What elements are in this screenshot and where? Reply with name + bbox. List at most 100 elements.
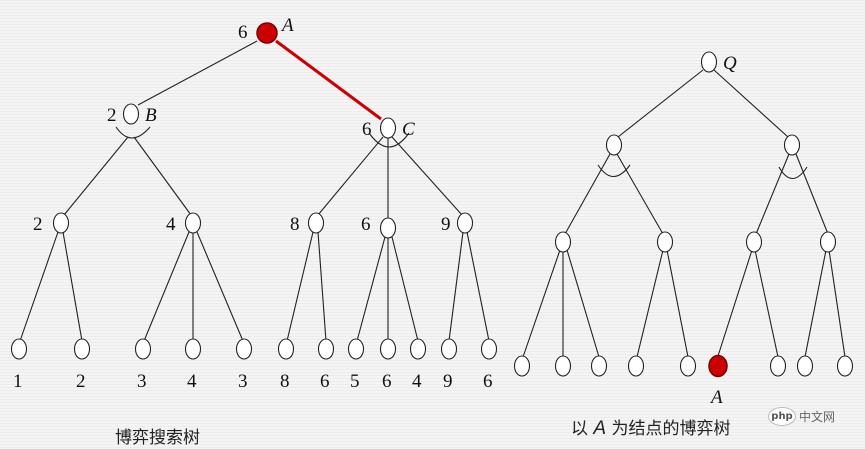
min-arc-b [115, 126, 151, 139]
edge-l-l2 [616, 153, 664, 235]
edge-l2-leaf5 [666, 249, 689, 358]
leaf-4[interactable] [184, 338, 202, 360]
php-logo-icon: php [768, 407, 796, 426]
node-right-r2[interactable] [819, 231, 837, 253]
edge-r1-leaf7 [754, 249, 779, 358]
edge-c2-leaf8 [356, 236, 386, 342]
leaf-10[interactable] [409, 338, 427, 360]
node-b2-value: 4 [166, 214, 176, 235]
edge-l2-leaf4 [636, 249, 664, 358]
edge-c1-leaf6 [286, 231, 314, 342]
node-a-name: A [280, 15, 294, 36]
right-caption-node: A [593, 418, 607, 439]
leaf-1[interactable] [10, 338, 28, 360]
edge-b-b1 [63, 136, 129, 216]
leaf-6-value: 8 [280, 371, 290, 392]
node-right-r1[interactable] [745, 231, 763, 253]
right-tree-caption: 以 A 为结点的博弈树 [571, 414, 731, 440]
edge-b2-leaf5 [196, 231, 244, 342]
leaf-6[interactable] [277, 338, 295, 360]
leaf-4-value: 4 [187, 371, 197, 392]
leaf-8-value: 5 [350, 371, 360, 392]
right-caption-prefix: 以 [571, 419, 588, 439]
right-caption-suffix: 为结点的博弈树 [611, 419, 731, 439]
right-leaf-3[interactable] [590, 355, 608, 377]
right-leaf-5[interactable] [679, 355, 697, 377]
edge-r-r2 [795, 153, 829, 235]
min-arc-right-r [778, 166, 808, 180]
leaf-11[interactable] [440, 338, 458, 360]
right-leaf-2[interactable] [554, 355, 572, 377]
edge-c-c3 [391, 136, 463, 216]
node-right-l2[interactable] [656, 231, 674, 253]
node-q-name: Q [723, 53, 737, 74]
node-q[interactable] [700, 51, 718, 73]
leaf-2-value: 2 [76, 371, 86, 392]
right-leaf-9[interactable] [836, 355, 854, 377]
edge-c-c1 [317, 136, 384, 216]
watermark-text: 中文网 [799, 410, 836, 424]
edge-r1-leaf6 [717, 249, 753, 357]
node-b1[interactable] [52, 212, 70, 234]
leaf-3[interactable] [134, 338, 152, 360]
right-leaf-8[interactable] [796, 355, 814, 377]
node-c1-value: 8 [290, 214, 300, 235]
node-a-value: 6 [238, 22, 248, 43]
leaf-3-value: 3 [137, 371, 147, 392]
min-arc-c [368, 132, 410, 148]
edge-l-l1 [564, 153, 611, 235]
node-b2[interactable] [184, 212, 202, 234]
right-tree-nodes [513, 51, 854, 378]
edge-q-l [617, 69, 704, 138]
edge-b2-leaf3 [143, 231, 190, 342]
node-a-highlighted[interactable] [256, 22, 278, 44]
left-tree-nodes [10, 22, 498, 360]
edge-c1-leaf7 [317, 231, 327, 342]
watermark: php 中文网 [768, 407, 835, 426]
node-right-l1[interactable] [554, 231, 572, 253]
node-c-value: 6 [362, 119, 372, 140]
edge-c2-leaf10 [391, 236, 419, 342]
edge-l1-leaf1 [522, 249, 561, 358]
right-leaf-a-highlighted[interactable] [708, 354, 728, 378]
edge-r2-leaf8 [804, 249, 827, 358]
node-c-name: C [402, 119, 415, 140]
left-tree-edges [19, 39, 490, 342]
leaf-7[interactable] [317, 338, 335, 360]
node-c2-value: 6 [361, 214, 371, 235]
node-b-name: B [145, 105, 157, 126]
node-b[interactable] [122, 103, 140, 125]
left-tree-labels: 6 A 2 B 6 C 2 4 8 6 9 1 2 3 4 3 8 6 5 6 … [13, 15, 493, 392]
node-c[interactable] [379, 117, 397, 139]
leaf-10-value: 4 [412, 371, 422, 392]
edge-a-b [137, 40, 258, 106]
right-tree-edges [522, 69, 846, 358]
edge-c3-leaf12 [466, 231, 490, 342]
leaf-8[interactable] [347, 338, 365, 360]
leaf-12-value: 6 [483, 371, 493, 392]
leaf-5[interactable] [235, 338, 253, 360]
node-right-r[interactable] [783, 134, 801, 156]
node-right-l[interactable] [605, 134, 623, 156]
right-leaf-4[interactable] [627, 355, 645, 377]
node-c3[interactable] [456, 212, 474, 234]
edge-b1-leaf2 [62, 231, 83, 342]
edge-c3-leaf11 [448, 231, 464, 342]
leaf-12[interactable] [480, 338, 498, 360]
min-arc-right-l [597, 164, 631, 178]
right-leaf-1[interactable] [513, 355, 531, 377]
leaf-7-value: 6 [320, 371, 330, 392]
node-c3-value: 9 [441, 214, 451, 235]
right-leaf-7[interactable] [769, 355, 787, 377]
leaf-9[interactable] [379, 338, 397, 360]
node-c1[interactable] [307, 212, 325, 234]
right-leaf-a-name: A [709, 387, 723, 408]
node-c2[interactable] [379, 217, 397, 239]
edge-b-b2 [133, 136, 192, 216]
edge-a-c-highlighted [275, 39, 382, 121]
leaf-11-value: 9 [443, 371, 453, 392]
leaf-2[interactable] [73, 338, 91, 360]
edge-q-r [713, 69, 789, 138]
